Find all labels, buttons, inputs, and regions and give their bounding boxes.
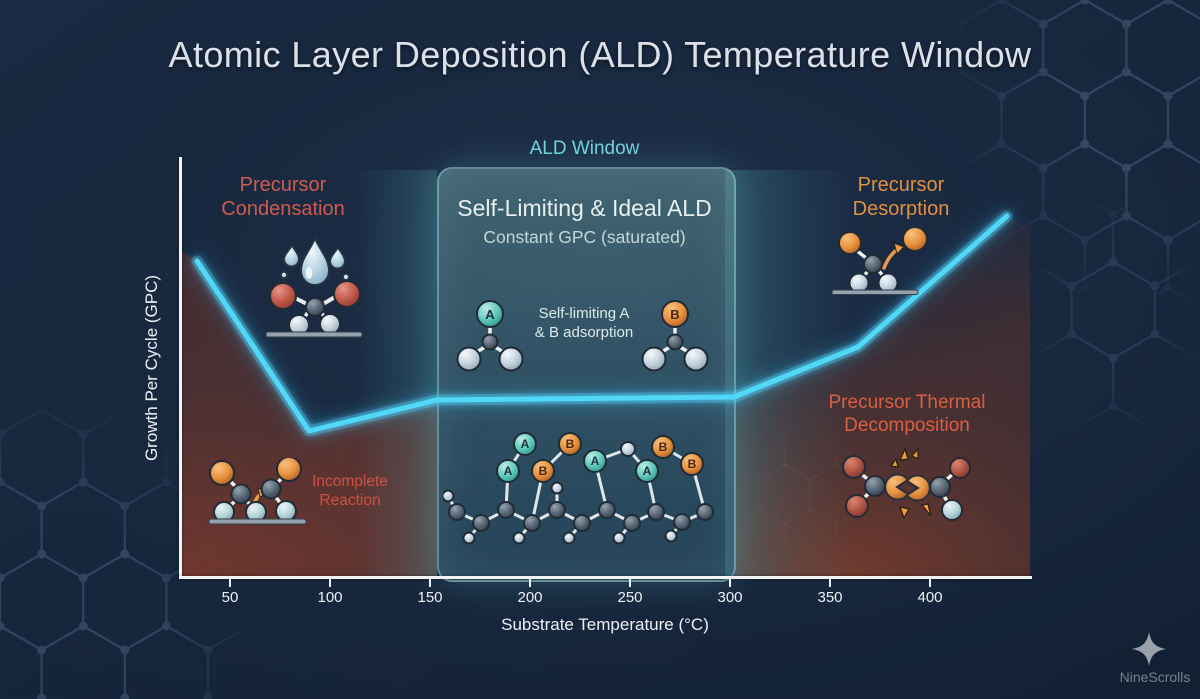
ald-window-glow-right — [725, 170, 855, 577]
page-title: Atomic Layer Deposition (ALD) Temperatur… — [168, 34, 1032, 75]
x-tick — [629, 579, 631, 587]
x-tick — [729, 579, 731, 587]
x-tick — [329, 579, 331, 587]
x-tick — [229, 579, 231, 587]
x-axis — [179, 576, 1032, 579]
four-point-star-icon — [1131, 631, 1167, 667]
x-tick — [829, 579, 831, 587]
incomplete-reaction-label: Incomplete Reaction — [312, 473, 388, 509]
x-tick-label: 300 — [717, 589, 743, 606]
y-axis — [179, 157, 182, 579]
y-axis-title: Growth Per Cycle (GPC) — [142, 274, 161, 462]
desorption-region-label: Precursor Desorption — [852, 174, 950, 220]
ald-window-label: ALD Window — [529, 138, 640, 159]
decomposition-region-label: Precursor Thermal Decomposition — [828, 392, 986, 436]
x-tick-label: 150 — [417, 589, 443, 606]
x-tick-label: 250 — [617, 589, 643, 606]
watermark-label: NineScrolls — [1119, 669, 1191, 685]
x-axis-title: Substrate Temperature (°C) — [501, 615, 709, 634]
x-tick-label: 50 — [221, 589, 239, 606]
x-tick — [429, 579, 431, 587]
x-tick-label: 100 — [317, 589, 343, 606]
ald-window-glow-left — [355, 170, 437, 577]
x-tick-label: 400 — [917, 589, 943, 606]
x-tick — [529, 579, 531, 587]
ald-window-subheading: Constant GPC (saturated) — [483, 227, 686, 247]
x-tick-label: 350 — [817, 589, 843, 606]
adsorption-caption: Self-limiting A & B adsorption — [534, 305, 634, 341]
condensation-region-label: Precursor Condensation — [221, 174, 345, 220]
x-tick — [929, 579, 931, 587]
ald-window-heading: Self-Limiting & Ideal ALD — [457, 195, 712, 221]
x-tick-label: 200 — [517, 589, 543, 606]
hex-pattern-right-mid — [1030, 190, 1200, 440]
